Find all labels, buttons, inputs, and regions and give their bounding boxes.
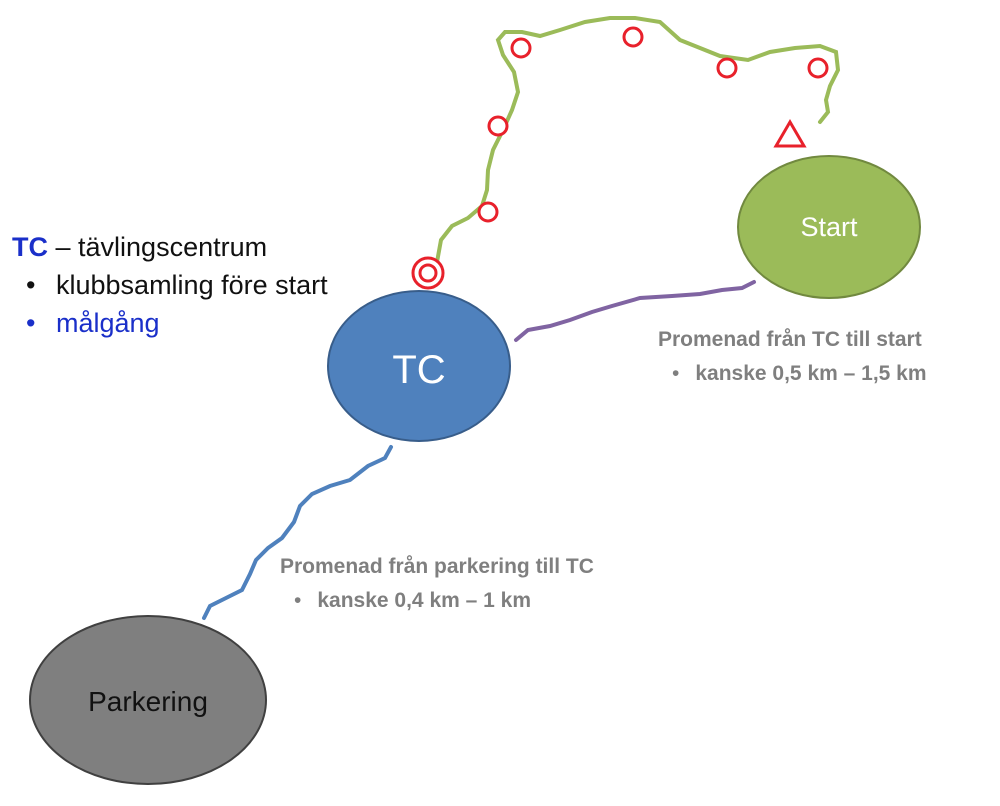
control-6 [807,57,829,79]
control-4 [622,26,644,48]
start-label: Start [800,212,858,242]
walk-path-to-start [514,280,756,342]
control-3 [510,37,532,59]
control-circle-icon [477,26,829,223]
parking-label: Parkering [88,686,208,717]
start-node [737,155,921,299]
walk-path-from-parking [202,445,393,620]
note-detail: kanske 0,4 km – 1 km [280,584,594,618]
control-2 [487,115,509,137]
note-tc-to-start: Promenad från TC till start kanske 0,5 k… [658,323,927,391]
legend-list: klubbsamling före start målgång [12,266,328,342]
note-detail-text: kanske 0,4 km – 1 km [317,589,532,612]
control-5 [716,57,738,79]
legend-title-abbr: TC [12,232,48,262]
note-title: Promenad från parkering till TC [280,555,594,578]
tc-label: TC [392,348,445,392]
legend-title-rest: – tävlingscentrum [48,232,268,262]
course-line [435,16,841,264]
parking-node [29,615,267,785]
control-1 [477,201,499,223]
tc-node [327,290,511,442]
legend: TC – tävlingscentrum klubbsamling före s… [12,228,328,342]
finish-double-circle-icon [411,256,445,290]
note-detail: kanske 0,5 km – 1,5 km [658,357,927,391]
note-detail-text: kanske 0,5 km – 1,5 km [695,362,927,385]
legend-title: TC – tävlingscentrum [12,228,328,266]
note-title: Promenad från TC till start [658,328,922,351]
legend-item: klubbsamling före start [26,266,328,304]
legend-item: målgång [26,304,328,342]
start-triangle-icon [773,119,807,148]
note-parking-to-tc: Promenad från parkering till TC kanske 0… [280,550,594,618]
